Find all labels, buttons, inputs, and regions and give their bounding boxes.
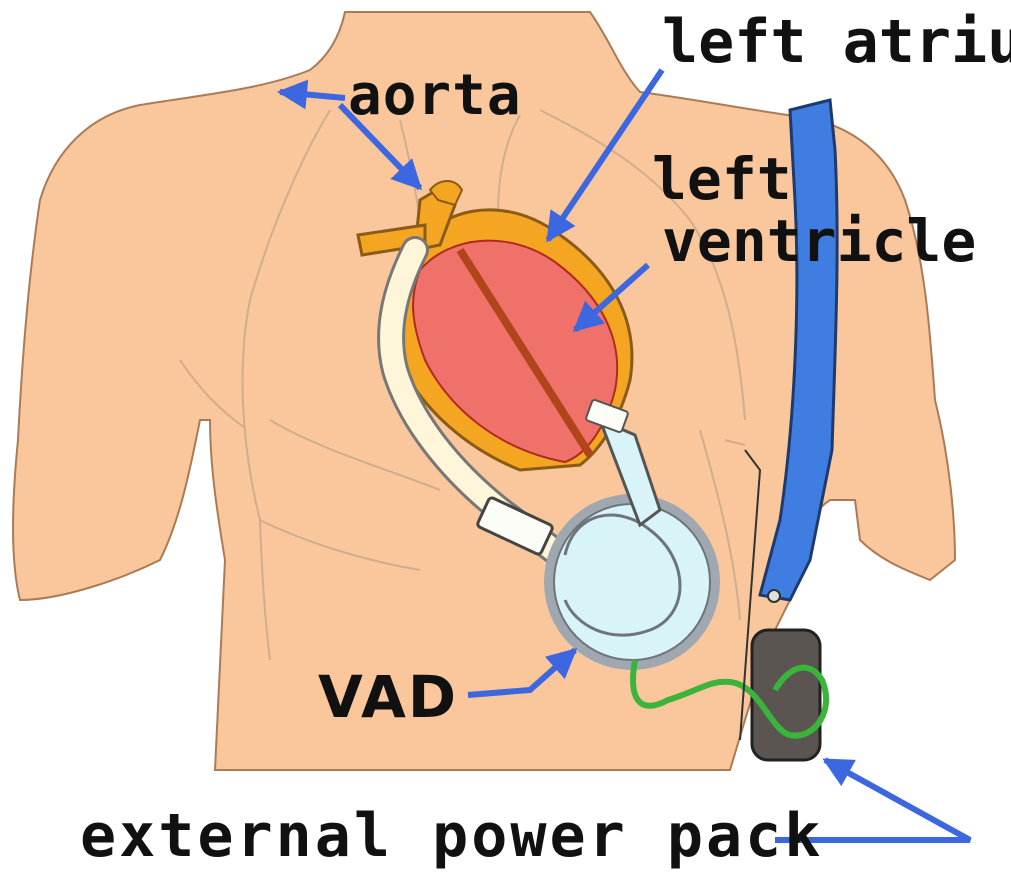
label-vad: VAD: [318, 668, 458, 726]
label-left-ventricle-line2: ventricle: [662, 212, 976, 270]
label-aorta: aorta: [348, 68, 522, 124]
strap-rivet: [768, 590, 780, 602]
battery-pack: [752, 630, 820, 760]
label-left-ventricle-line1: left: [652, 150, 792, 208]
label-external-power-pack: external power pack: [80, 806, 823, 866]
label-left-atrium: left atrium: [662, 12, 1011, 72]
